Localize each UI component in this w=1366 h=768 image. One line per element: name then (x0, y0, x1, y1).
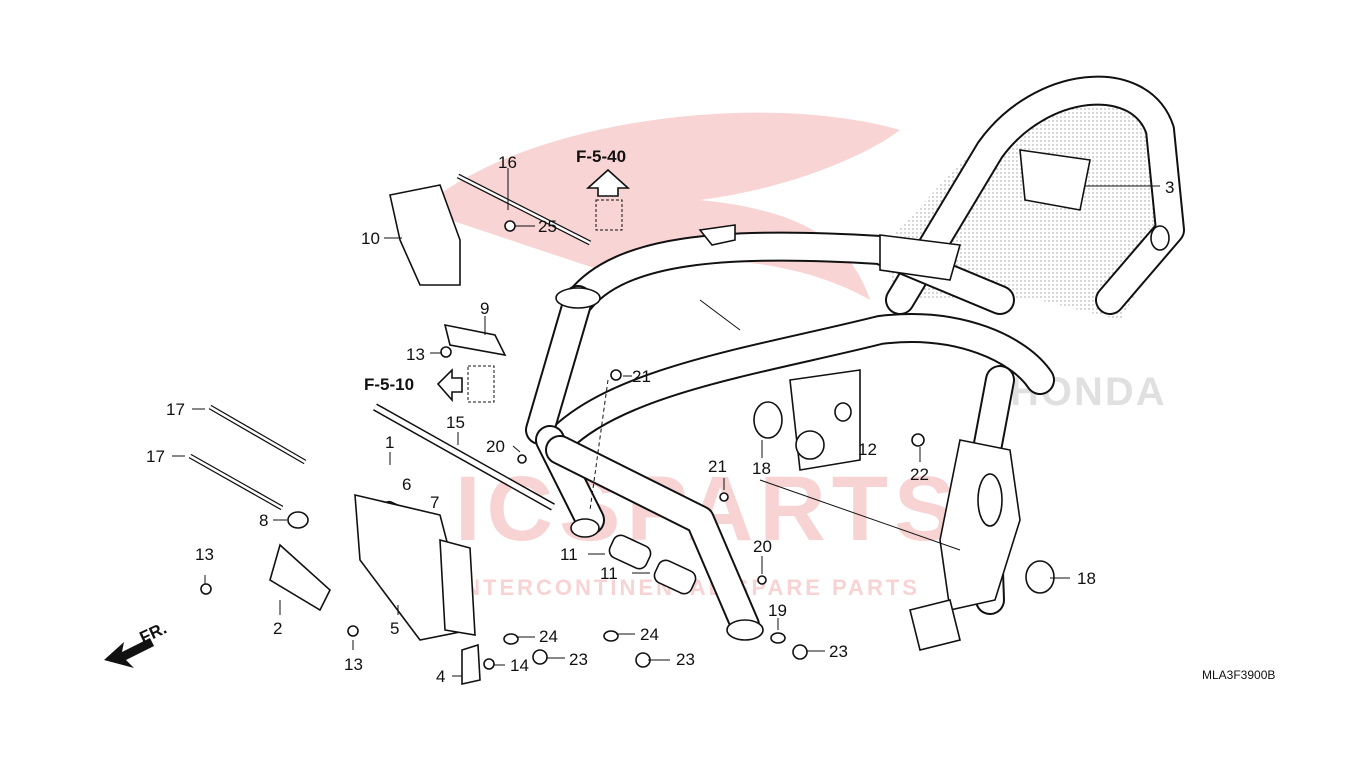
callout-13-upper: 13 (406, 345, 425, 364)
callout-4: 4 (436, 667, 445, 686)
callout-22: 22 (910, 465, 929, 484)
small-parts (188, 173, 1055, 685)
callout-7: 7 (430, 493, 439, 512)
callout-9: 9 (480, 299, 489, 318)
front-direction-indicator: FR. (104, 619, 170, 668)
callout-23-middle: 23 (676, 650, 695, 669)
callout-13-left: 13 (195, 545, 214, 564)
leader-lines (172, 168, 1160, 677)
callout-11-upper: 11 (560, 545, 578, 564)
callout-23-right: 23 (829, 642, 848, 661)
reference-f-5-10[interactable]: F-5-10 (364, 365, 495, 403)
callout-20-upper: 20 (486, 437, 505, 456)
callout-20-lower: 20 (753, 537, 772, 556)
callout-3: 3 (1165, 178, 1174, 197)
callout-23-left: 23 (569, 650, 588, 669)
reference-label-up: F-5-40 (576, 147, 626, 166)
reference-label-left: F-5-10 (364, 375, 414, 394)
diagram-code: MLA3F3900B (1202, 668, 1275, 682)
callout-10: 10 (361, 229, 380, 248)
callout-17-lower: 17 (146, 447, 165, 466)
callout-16: 16 (498, 153, 517, 172)
callout-18-right: 18 (1077, 569, 1096, 588)
callout-18-left: 18 (752, 459, 771, 478)
callout-1: 1 (385, 433, 394, 452)
callout-11-lower: 11 (600, 564, 618, 583)
callout-13-lower: 13 (344, 655, 363, 674)
callout-2: 2 (273, 619, 282, 638)
reference-f-5-40[interactable]: F-5-40 (576, 147, 631, 231)
callout-5: 5 (390, 619, 399, 638)
callout-24-left: 24 (539, 627, 558, 646)
callout-24-right: 24 (640, 625, 659, 644)
callout-21-lower: 21 (708, 457, 727, 476)
callout-17-upper: 17 (166, 400, 185, 419)
callout-15: 15 (446, 413, 465, 432)
callouts: 16 10 25 3 9 13 1 15 17 17 20 6 7 8 13 2… (146, 153, 1174, 686)
callout-19: 19 (768, 601, 787, 620)
callout-6: 6 (402, 475, 411, 494)
callout-14: 14 (510, 656, 529, 675)
callout-25: 25 (538, 217, 557, 236)
main-frame (525, 75, 1185, 651)
callout-21-upper: 21 (632, 367, 651, 386)
callout-8: 8 (259, 511, 268, 530)
callout-12: 12 (858, 440, 877, 459)
